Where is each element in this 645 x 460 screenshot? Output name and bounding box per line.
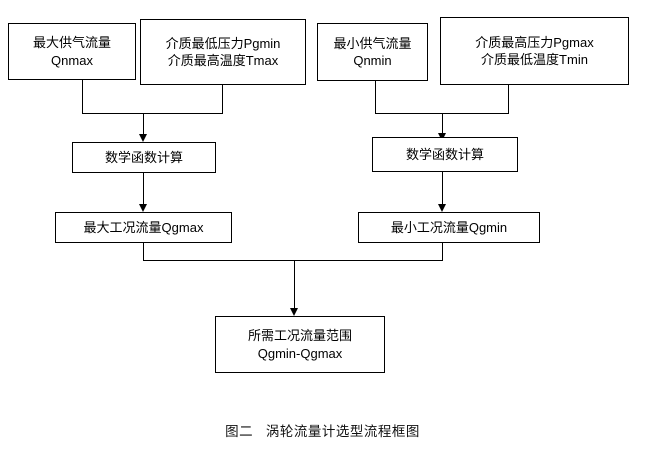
node-min-supply-flow: 最小供气流量 Qnmin (317, 23, 428, 81)
arrowhead-qgmin (438, 204, 446, 212)
node-min-pressure-max-temp-line1: 介质最低压力Pgmin (165, 35, 281, 51)
arrowhead-qgmax (139, 204, 147, 212)
node-math-calc-left-line1: 数学函数计算 (104, 149, 183, 165)
connector-left-merge-to-mathcalc (143, 113, 144, 135)
node-min-supply-flow-line1: 最小供气流量 (333, 35, 412, 51)
node-max-pressure-min-temp: 介质最高压力Pgmax 介质最低温度Tmin (440, 17, 629, 85)
node-min-supply-flow-line2: Qnmin (353, 53, 392, 68)
connector-min-supply-flow-down (375, 81, 376, 113)
connector-qgmin-down (442, 243, 443, 260)
connector-max-pressure-min-temp-down (508, 85, 509, 113)
node-min-pressure-max-temp: 介质最低压力Pgmin 介质最高温度Tmax (140, 19, 306, 85)
node-max-pressure-min-temp-line1: 介质最高压力Pgmax (475, 34, 594, 50)
connector-left-merge-bar (82, 113, 223, 114)
node-math-calc-right-line1: 数学函数计算 (405, 146, 484, 162)
node-min-pressure-max-temp-line2: 介质最高温度Tmax (167, 53, 279, 68)
connector-right-merge-to-mathcalc (442, 113, 443, 134)
connector-min-pressure-max-temp-down (222, 85, 223, 113)
node-max-supply-flow-line2: Qnmax (51, 52, 93, 68)
node-max-working-flow: 最大工况流量Qgmax (55, 212, 232, 243)
node-math-calc-right: 数学函数计算 (372, 137, 518, 172)
node-math-calc-left: 数学函数计算 (72, 142, 216, 173)
arrowhead-result (290, 308, 298, 316)
node-required-flow-range: 所需工况流量范围 Qgmin-Qgmax (215, 316, 385, 373)
connector-qgmax-down (143, 243, 144, 260)
node-required-flow-range-line2: Qgmin-Qgmax (257, 345, 343, 361)
arrowhead-left-mathcalc (139, 134, 147, 142)
node-max-supply-flow: 最大供气流量 Qnmax (8, 23, 136, 80)
node-min-working-flow: 最小工况流量Qgmin (358, 212, 540, 243)
node-max-pressure-min-temp-line2: 介质最低温度Tmin (481, 52, 588, 67)
node-min-working-flow-line1: 最小工况流量Qgmin (390, 219, 508, 235)
connector-bottom-merge-to-result (294, 260, 295, 309)
connector-mathcalc-right-to-qgmin (442, 172, 443, 205)
connector-max-supply-flow-down (82, 80, 83, 113)
connector-bottom-merge-bar (143, 260, 443, 261)
figure-caption: 图二 涡轮流量计选型流程框图 (225, 424, 420, 439)
node-max-working-flow-line1: 最大工况流量Qgmax (83, 219, 204, 235)
connector-mathcalc-left-to-qgmax (143, 173, 144, 205)
node-required-flow-range-line1: 所需工况流量范围 (247, 328, 352, 344)
node-max-supply-flow-line1: 最大供气流量 (32, 35, 111, 51)
